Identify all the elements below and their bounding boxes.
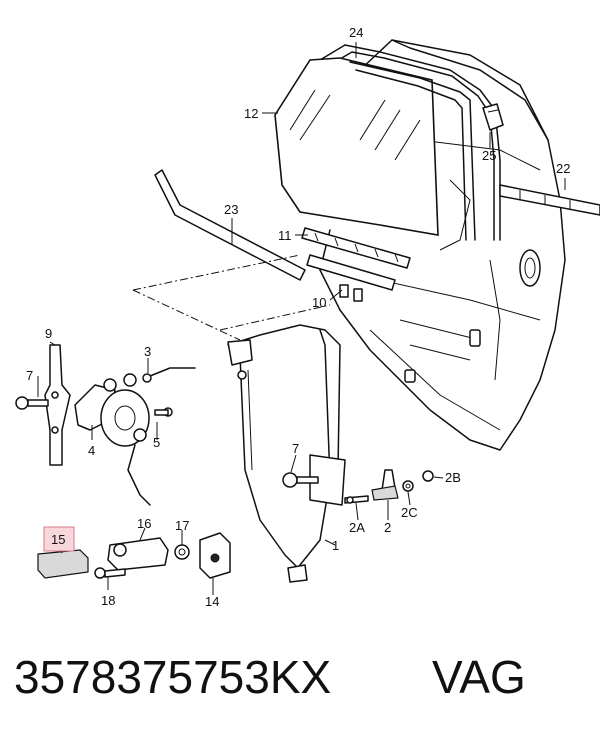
handle-trim-part-15 bbox=[37, 549, 89, 579]
callout-16: 16 bbox=[137, 516, 151, 531]
cable-part-3 bbox=[142, 367, 196, 383]
bracket-part-16 bbox=[107, 537, 169, 571]
callout-14: 14 bbox=[205, 594, 219, 609]
callout-4: 4 bbox=[88, 443, 95, 458]
screw-part-18 bbox=[94, 567, 126, 579]
callout-17: 17 bbox=[175, 518, 189, 533]
callout-11: 11 bbox=[278, 228, 292, 243]
callout-23: 23 bbox=[224, 202, 238, 217]
window-glass bbox=[274, 57, 439, 236]
caption-footer: 3578375753KX VAG bbox=[14, 650, 594, 730]
callout-9: 9 bbox=[45, 326, 52, 341]
callout-15: 15 bbox=[51, 532, 65, 547]
callout-leaders bbox=[37, 42, 566, 595]
callout-2: 2 bbox=[384, 520, 391, 535]
hinge-part-2 bbox=[371, 469, 399, 501]
callout-7-right: 7 bbox=[292, 441, 299, 456]
callout-1: 1 bbox=[332, 538, 339, 553]
callout-2a: 2A bbox=[349, 520, 365, 535]
screw-part-2a bbox=[344, 495, 369, 504]
part-number-text: 3578375753KX bbox=[14, 651, 332, 703]
seal-strip-part-23 bbox=[154, 169, 306, 281]
clip-part-25 bbox=[482, 103, 504, 131]
assembly-guide-lines bbox=[132, 254, 331, 341]
callout-18: 18 bbox=[101, 593, 115, 608]
strip-part-10 bbox=[306, 254, 396, 302]
callout-2b: 2B bbox=[445, 470, 461, 485]
strip-part-22 bbox=[499, 184, 600, 216]
screw-part-5 bbox=[154, 407, 173, 417]
brand-text: VAG bbox=[432, 651, 526, 703]
bushing-part-17 bbox=[174, 544, 190, 560]
callout-22: 22 bbox=[556, 161, 570, 176]
bolt-part-7-right bbox=[282, 472, 319, 488]
door-shell bbox=[319, 39, 566, 451]
callout-15-highlight bbox=[43, 526, 75, 552]
callout-7-left: 7 bbox=[26, 368, 33, 383]
callout-25: 25 bbox=[482, 148, 496, 163]
callout-24: 24 bbox=[349, 25, 363, 40]
nut-part-2b bbox=[422, 470, 434, 482]
callout-10: 10 bbox=[312, 295, 326, 310]
callout-3: 3 bbox=[144, 344, 151, 359]
washer-part-2c bbox=[402, 480, 414, 492]
callout-5: 5 bbox=[153, 435, 160, 450]
bolt-part-7-left bbox=[15, 396, 49, 410]
callout-12: 12 bbox=[244, 106, 258, 121]
cover-part-14 bbox=[199, 532, 231, 579]
callout-labels: 24 12 25 22 23 11 10 9 3 7 5 4 7 2B 2C 2… bbox=[26, 25, 570, 609]
window-motor-part-4 bbox=[74, 373, 151, 506]
window-regulator-part-1 bbox=[227, 324, 346, 583]
callout-2c: 2C bbox=[401, 505, 418, 520]
mounting-bracket-part-9 bbox=[44, 344, 71, 466]
glass-channel bbox=[349, 61, 476, 241]
